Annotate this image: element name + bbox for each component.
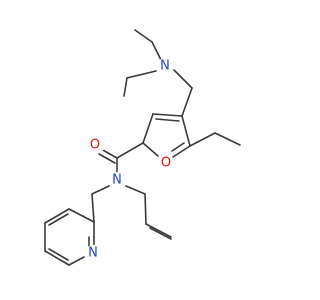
bond-allyl-ch-ch2	[144, 193, 147, 225]
bond-carbonyl-o-double	[98, 153, 116, 164]
bond-allyl-double-inner	[149, 227, 172, 240]
bond-furan-c3-c2	[142, 113, 154, 144]
bond-n-ch2	[173, 69, 193, 89]
bond-n-allyl-ch2	[125, 185, 146, 195]
bond-pyr-c6-c1	[44, 250, 70, 266]
bond-carbonyl-o	[100, 148, 118, 159]
bond-pyr-c3-c4	[68, 208, 95, 223]
bond-ethyl2-ch2	[126, 70, 157, 79]
bond-furan-c3-c4-inner	[155, 118, 180, 122]
bond-ethyl1-ch2	[151, 41, 162, 61]
atom-n-amide: N	[112, 173, 122, 188]
bond-allyl-ch-ch2b	[145, 223, 172, 238]
bond-benzyl-ch2-ring	[91, 193, 95, 223]
bond-layer	[44, 29, 241, 266]
bond-pyr-c4-c5	[44, 208, 70, 224]
bond-ring-ethyl-ch2	[189, 132, 216, 147]
atom-layer: N O O N N	[85, 58, 174, 261]
bond-n-benzyl-ch2	[91, 185, 110, 195]
bond-pyr-c6-c1-inner	[48, 248, 69, 261]
bond-ethyl1-ch3	[134, 29, 153, 43]
atom-n-pyridine: N	[88, 246, 98, 261]
bond-pyr-c1-n	[68, 256, 85, 266]
bond-ch2-ring	[181, 87, 193, 117]
bond-ring-carbonyl	[116, 142, 144, 159]
bond-furan-c5-o-inner	[171, 142, 185, 152]
bond-furan-c5-o	[172, 145, 191, 158]
bond-ethyl2-ch3	[123, 77, 128, 97]
bond-ring-ethyl-ch3	[214, 132, 241, 146]
atom-o-carbonyl: O	[90, 138, 100, 153]
bond-furan-o-c2	[142, 142, 159, 157]
bond-pyr-c4-c5-inner	[48, 213, 69, 226]
molecule-structure: N O O N N	[44, 29, 241, 266]
atom-n-amine: N	[160, 59, 170, 74]
bond-furan-c4-c5	[181, 115, 191, 147]
atom-o-furan: O	[161, 156, 171, 171]
bond-furan-c3-c4	[152, 113, 183, 117]
